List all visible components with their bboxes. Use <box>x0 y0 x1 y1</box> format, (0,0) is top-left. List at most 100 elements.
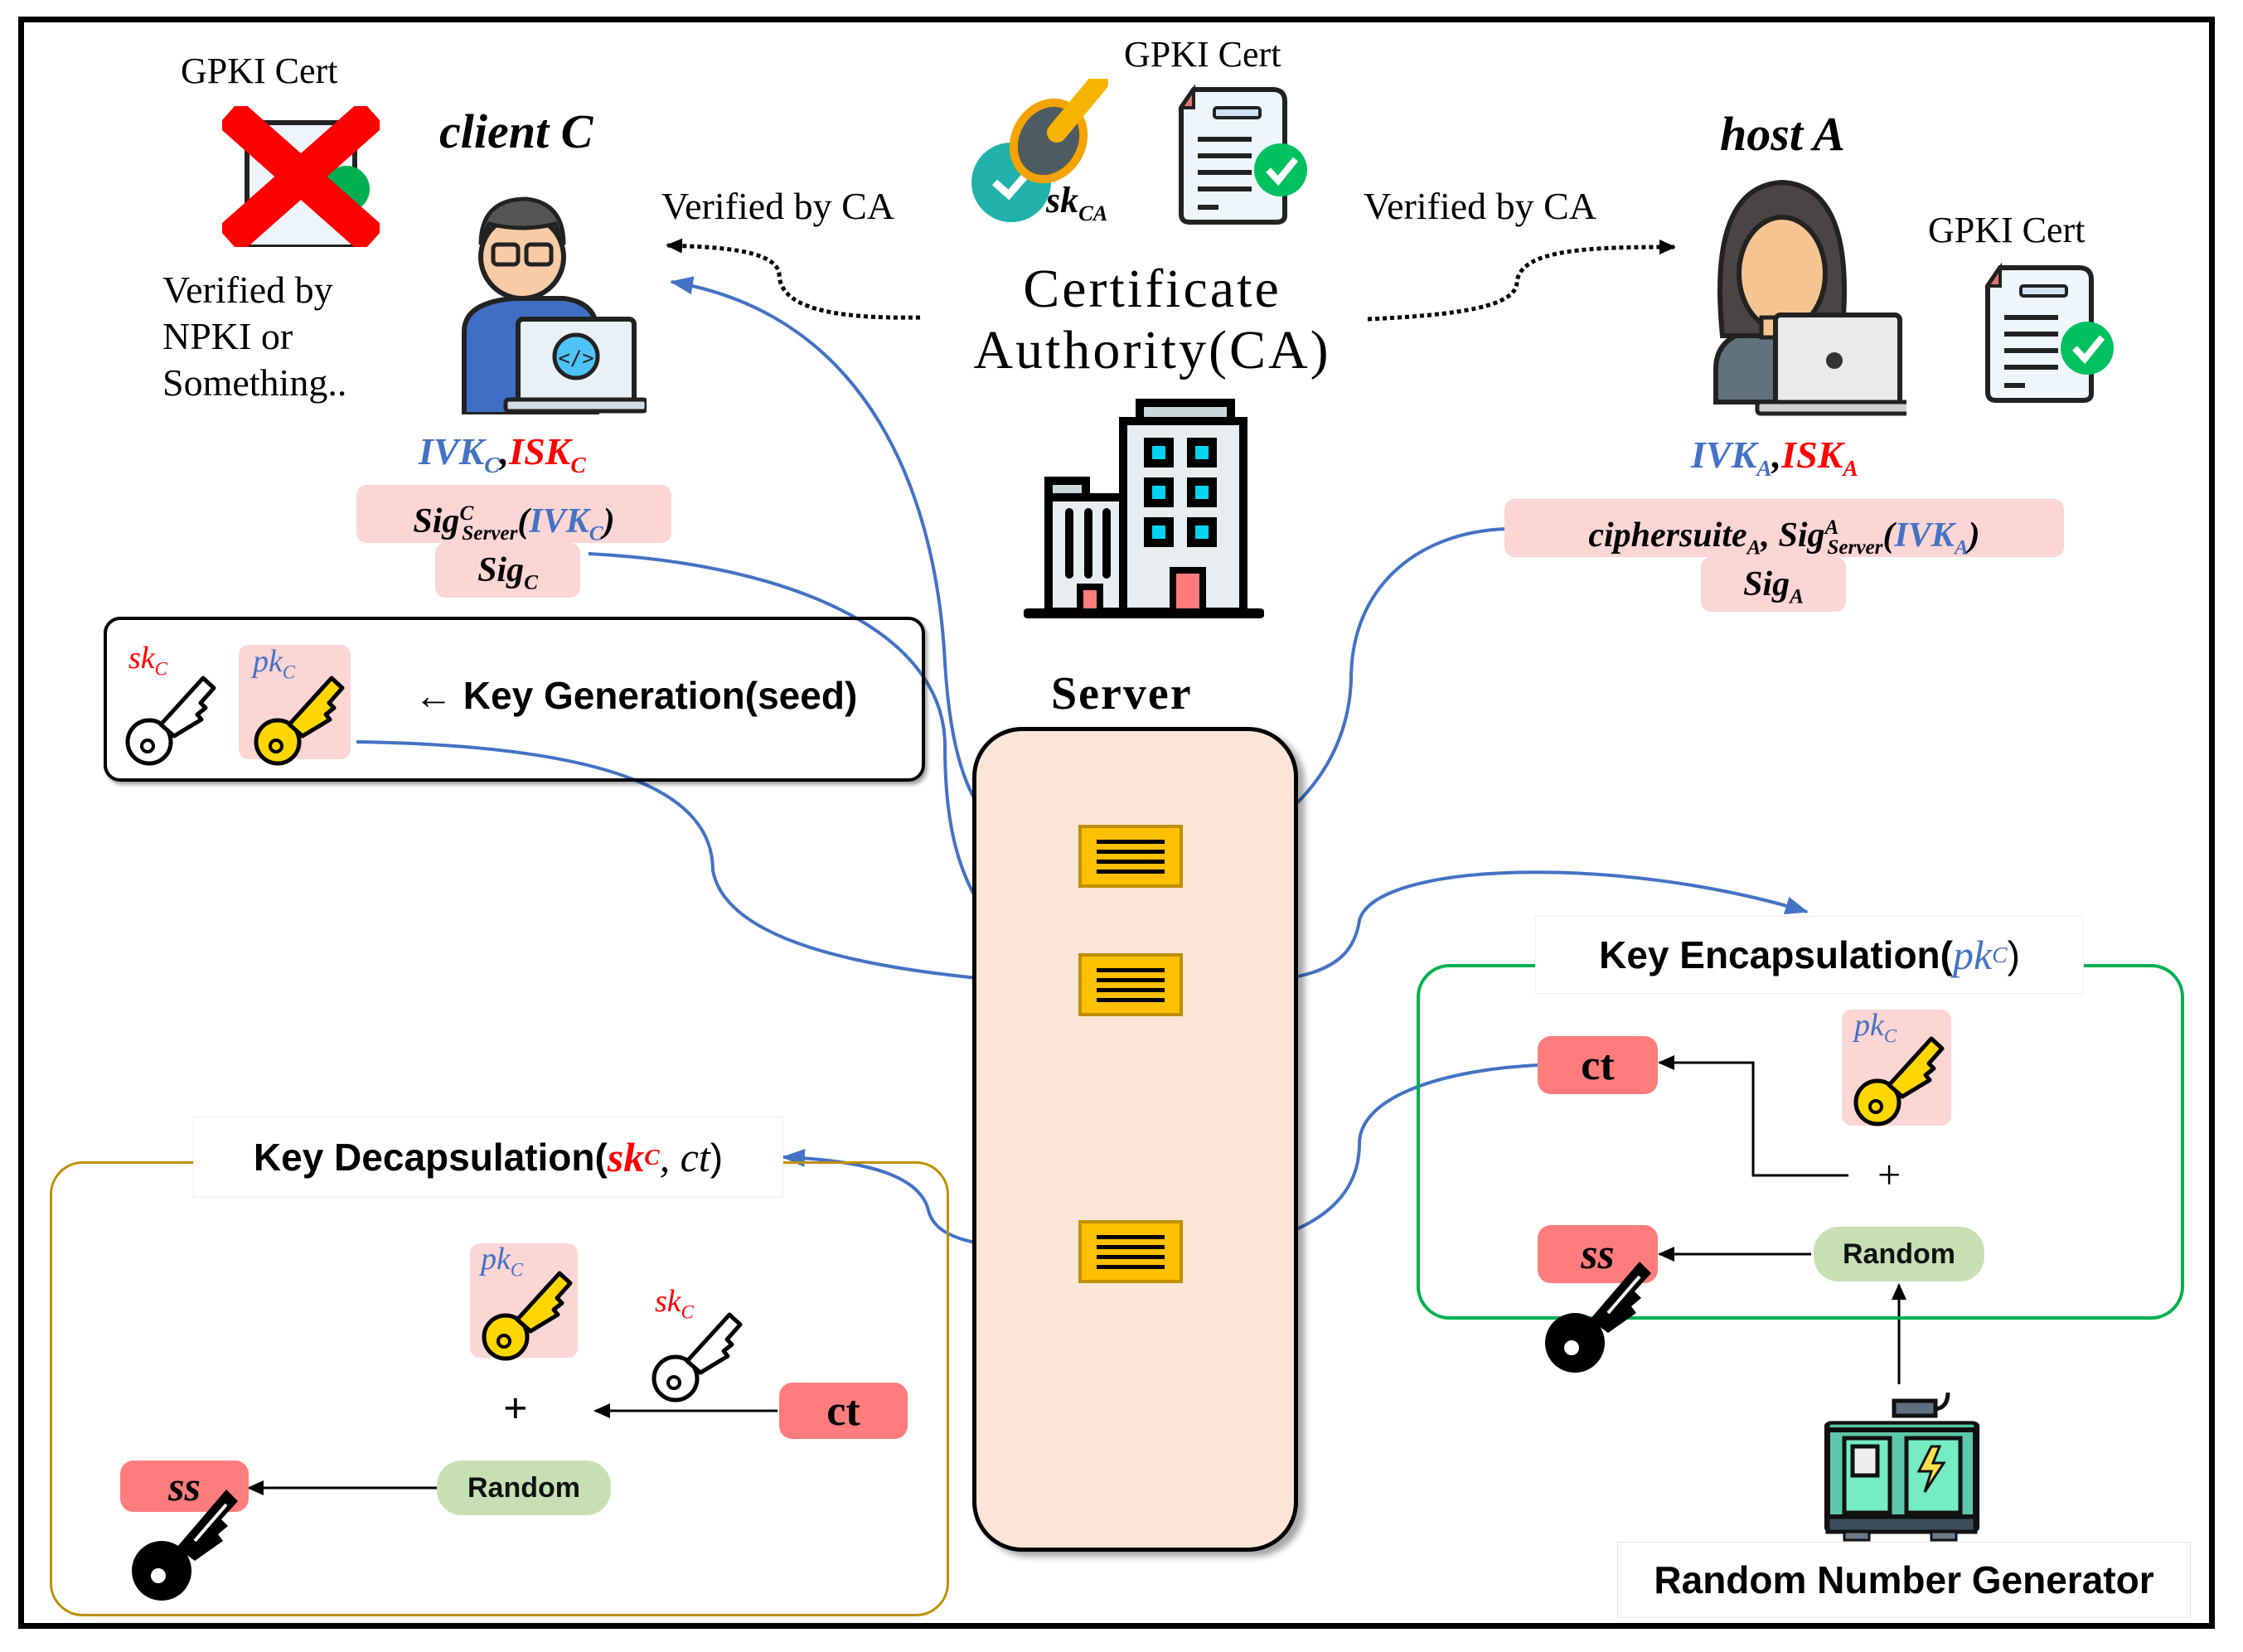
host-identity-keys: IVKA,ISKA <box>1691 434 1858 482</box>
encap-random-box[interactable]: Random <box>1814 1227 1984 1281</box>
client-isk: ISK <box>509 430 571 472</box>
client-signature-box: SigC <box>435 543 580 598</box>
client-person-icon: </> <box>462 196 647 414</box>
title-arg: , ct <box>659 1134 710 1180</box>
pk-text: pk <box>253 644 283 679</box>
host-isk: ISK <box>1781 434 1843 476</box>
ca-title-line: Authority(CA) <box>973 320 1331 380</box>
decap-random-box[interactable]: Random <box>437 1461 611 1515</box>
ca-stamp-icon <box>971 79 1108 222</box>
host-title: host A <box>1720 107 1845 161</box>
host-certificate-icon <box>1984 262 2114 403</box>
public-key-icon <box>254 676 345 766</box>
encap-ciphertext-box[interactable]: ct <box>1538 1036 1658 1094</box>
sig-arg: IVK <box>529 502 589 540</box>
subscript: C <box>282 661 296 683</box>
pk-text: pk <box>1854 1008 1884 1043</box>
sk-text: sk <box>655 1284 681 1319</box>
client-cert-label: GPKI Cert <box>181 51 338 91</box>
pk-text: pk <box>481 1242 511 1277</box>
alt-verify-line: Verified by <box>162 269 333 311</box>
subscript: C <box>644 1144 660 1170</box>
server-message-1[interactable] <box>1078 825 1183 888</box>
decap-plus: + <box>503 1385 528 1432</box>
decap-ciphertext-box[interactable]: ct <box>779 1383 908 1439</box>
client-server-signature-box: SigCServer(IVKC) <box>356 485 671 545</box>
subscript: C <box>589 522 603 545</box>
alt-verify-line: NPKI or <box>162 315 293 357</box>
subscript: C <box>484 452 500 478</box>
key-generation-label: ← Key Generation(seed) <box>414 674 858 717</box>
subscript: Server <box>462 522 518 545</box>
sk-text: sk <box>1046 180 1079 220</box>
key-encapsulation-box <box>1417 964 2184 1320</box>
superscript: A <box>1824 516 1839 539</box>
host-person-icon <box>1713 179 1906 416</box>
client-pk-to-server-msg2-arrow <box>356 740 1078 994</box>
subscript: CA <box>1078 200 1108 225</box>
host-ivk: IVK <box>1691 434 1757 476</box>
key-generation-box <box>104 617 925 782</box>
decap-secret-key-icon <box>652 1312 743 1403</box>
ciphersuite-text: ciphersuite <box>1588 516 1747 555</box>
subscript: C <box>1883 1025 1897 1047</box>
title-close: ) <box>710 1136 724 1179</box>
decap-public-key-icon <box>482 1271 573 1361</box>
ca-certificate-icon <box>1178 84 1307 225</box>
server-message-2[interactable] <box>1078 953 1183 1016</box>
host-ciphersuite-signature-box: ciphersuiteA, SigAServer(IVKA) <box>1504 499 2064 560</box>
encap-shared-secret-key-icon <box>1545 1262 1651 1373</box>
ca-to-client-dotted-arrow <box>666 238 921 320</box>
client-identity-keys: IVKC,ISKC <box>419 430 586 478</box>
sig-text: Sig <box>1778 516 1825 555</box>
subscript: C <box>681 1301 694 1323</box>
superscript: C <box>459 502 474 525</box>
server-label: Server <box>1051 668 1193 719</box>
subscript: C <box>570 452 586 478</box>
alt-verify-line: Something.. <box>162 361 347 404</box>
ca-cert-label: GPKI Cert <box>1124 34 1281 75</box>
subscript: Server <box>1827 536 1883 560</box>
title-arg: pk <box>1952 932 1993 978</box>
client-alt-verification: Verified by NPKI or Something.. <box>162 267 346 406</box>
encap-pk-label: pkC <box>1854 1007 1897 1048</box>
title-text: Key Decapsulation( <box>253 1136 608 1179</box>
title-arg: sk <box>607 1134 645 1180</box>
encap-plus: + <box>1877 1151 1901 1198</box>
subscript: C <box>154 658 167 680</box>
subscript: A <box>1843 455 1858 482</box>
ca-title: Certificate Authority(CA) <box>937 259 1368 381</box>
server-message-3[interactable] <box>1078 1220 1183 1283</box>
random-number-generator-label: Random Number Generator <box>1617 1542 2191 1618</box>
host-cert-label: GPKI Cert <box>1928 210 2086 250</box>
ca-verified-left-label: Verified by CA <box>661 185 895 227</box>
subscript: A <box>1746 536 1761 560</box>
revoked-certificate-icon <box>222 106 380 247</box>
encap-plus-to-ct-arrow <box>1658 1055 1848 1177</box>
client-ivk: IVK <box>419 430 485 472</box>
title-text: Key Encapsulation( <box>1599 933 1953 976</box>
keygen-pk-label: pkC <box>253 643 295 684</box>
title-close: ) <box>2007 933 2020 976</box>
decap-pk-label: pkC <box>481 1241 523 1281</box>
sig-text: Sig <box>1743 565 1790 603</box>
decap-shared-secret-key-icon <box>132 1490 238 1601</box>
subscript: A <box>1756 455 1772 482</box>
subscript: C <box>524 571 538 594</box>
sig-text: Sig <box>477 551 525 589</box>
subscript: A <box>1790 585 1804 608</box>
subscript: C <box>1992 942 2008 967</box>
encap-public-key-icon <box>1853 1036 1945 1126</box>
ca-verified-right-label: Verified by CA <box>1364 185 1597 227</box>
sk-text: sk <box>128 641 155 676</box>
diagram-frame <box>18 17 2215 1629</box>
host-signature-box: SigA <box>1701 557 1846 612</box>
ca-title-line: Certificate <box>1023 259 1281 319</box>
client-title: client C <box>439 104 593 158</box>
ca-to-host-dotted-arrow <box>1367 240 1676 322</box>
subscript: A <box>1954 536 1969 560</box>
random-number-generator-icon <box>1824 1392 1980 1542</box>
sig-arg: IVK <box>1894 516 1955 555</box>
